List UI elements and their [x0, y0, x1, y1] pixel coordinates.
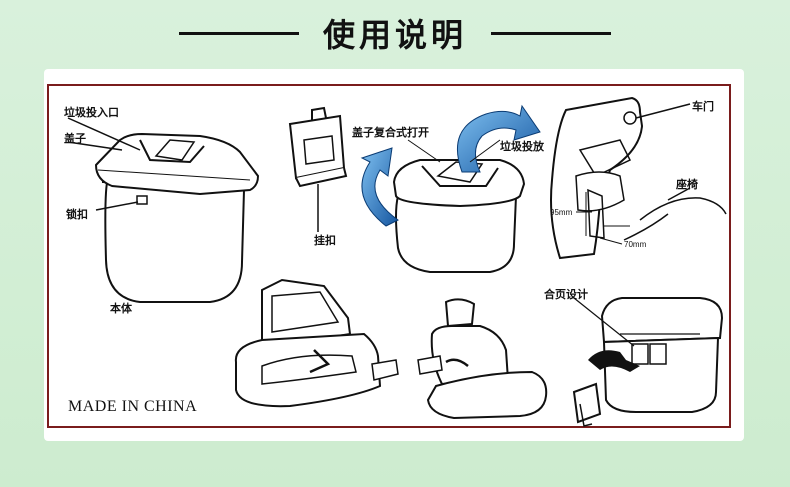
dimension-width: 70mm [624, 240, 647, 249]
hook-bracket [288, 106, 348, 188]
diagram-frame [47, 84, 731, 428]
label-hinge: 合页设计 [544, 288, 588, 301]
label-car-door: 车门 [692, 100, 714, 113]
page-title: 使用说明 [322, 16, 467, 54]
label-opening: 垃圾投入口 [64, 106, 119, 119]
header: 使用说明 [0, 8, 790, 58]
bin-exploded-view [94, 132, 260, 303]
made-in-label: MADE IN CHINA [68, 398, 198, 415]
label-lid-open: 盖子复合式打开 [352, 126, 429, 139]
label-latch: 锁扣 [66, 208, 88, 221]
car-seat-scene [417, 298, 548, 420]
label-body: 本体 [110, 302, 132, 315]
drop-arrow-icon [457, 104, 541, 173]
door-panel-scene [234, 278, 399, 408]
bin-lid-open [392, 159, 526, 273]
label-disposal: 垃圾投放 [500, 140, 544, 153]
dimension-height: 95mm [550, 208, 573, 217]
title-line-left [178, 31, 299, 35]
car-door-scene [550, 96, 727, 260]
label-hook: 挂扣 [314, 234, 336, 247]
label-lid: 盖子 [64, 132, 86, 145]
hinge-arrow-icon [588, 350, 640, 372]
label-seat: 座椅 [676, 178, 698, 191]
open-arrow-icon [360, 147, 399, 227]
bin-hinge-scene [572, 297, 724, 427]
title-line-right [491, 31, 611, 35]
